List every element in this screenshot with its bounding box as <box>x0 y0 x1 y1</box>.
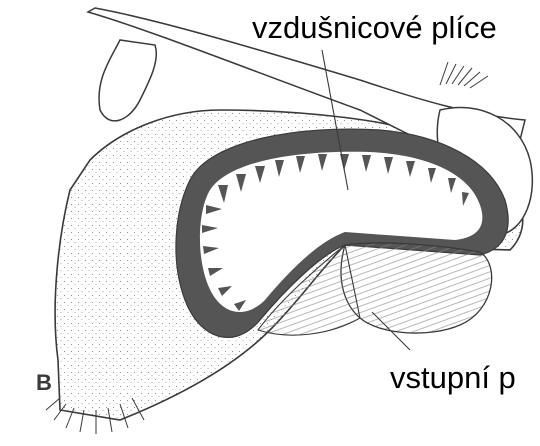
label-spiracle: vstupní p <box>390 362 516 393</box>
stalk-base <box>99 40 156 121</box>
spiracle-lobe <box>341 243 492 333</box>
label-book-lung: vzdušnicové plíce <box>252 12 497 43</box>
bristles-top-right <box>440 62 488 88</box>
panel-letter: B <box>36 372 52 394</box>
